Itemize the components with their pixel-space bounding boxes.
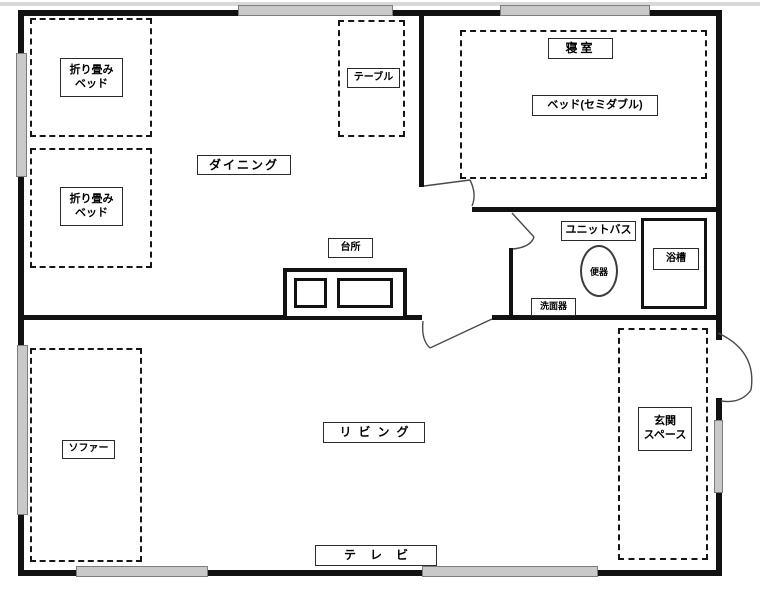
kitchen-sink-small (294, 278, 327, 308)
toilet-label: 便器 (589, 266, 608, 277)
bed-semidouble-zone (460, 30, 707, 179)
bedroom-door-leaf (423, 179, 471, 187)
bedroom-door-arc (469, 179, 475, 207)
table-label: テーブル (347, 68, 400, 88)
wall-left (18, 10, 24, 576)
top-edge-strip (0, 2, 760, 6)
entrance-label-line2: スペース (643, 429, 687, 441)
folding-bed-2-line1: 折り畳み (69, 192, 114, 205)
wall-dining-bedroom-divider (419, 10, 424, 187)
entrance-door-arc (720, 389, 752, 403)
kitchen-sink-large (337, 278, 393, 308)
folding-bed-zone-1 (30, 18, 152, 137)
living-label: リビング (323, 422, 425, 443)
bathtub-label: 浴槽 (653, 248, 699, 270)
folding-bed-label-1: 折り畳み ベッド (60, 58, 123, 97)
washbasin-label: 洗面器 (531, 298, 576, 316)
entrance-zone (618, 328, 708, 560)
window-bottom-left (76, 566, 208, 577)
wall-right-upper (716, 10, 722, 340)
bed-semidouble-label: ベッド(セミダブル) (532, 95, 658, 116)
dining-label: ダイニング (197, 155, 291, 175)
entrance-door-leaf (717, 332, 753, 391)
living-door-arc (421, 320, 431, 349)
bedroom-label: 寝室 (548, 38, 613, 59)
table-zone (338, 20, 405, 137)
folding-bed-1-line1: 折り畳み (69, 63, 114, 76)
tv-label: テレビ (315, 545, 437, 566)
bath-door-leaf (511, 212, 535, 238)
folding-bed-zone-2 (30, 148, 152, 268)
folding-bed-label-2: 折り畳み ベッド (60, 187, 123, 226)
folding-bed-2-line2: ベッド (75, 206, 108, 219)
window-right-entrance (714, 420, 723, 493)
wall-bath-left (509, 248, 513, 318)
entrance-label: 玄関 スペース (638, 407, 692, 451)
living-door-leaf (429, 318, 493, 349)
window-bottom-right (422, 566, 598, 577)
window-top-right (500, 5, 650, 16)
unit-bath-label: ユニットバス (561, 221, 636, 241)
window-left-upper (16, 53, 27, 177)
wall-bedroom-bottom (472, 207, 722, 212)
sofa-label: ソファー (62, 440, 115, 459)
wall-bottom (18, 570, 722, 576)
sofa-zone (30, 348, 142, 562)
window-left-lower (17, 345, 28, 515)
wall-living-top-right (492, 315, 722, 320)
wall-living-top-left (18, 315, 422, 320)
entrance-label-line1: 玄関 (654, 415, 676, 428)
bath-door-arc (512, 236, 535, 250)
window-top-left (238, 5, 393, 16)
kitchen-label: 台所 (328, 238, 373, 258)
folding-bed-1-line2: ベッド (75, 77, 108, 90)
toilet-ellipse: 便器 (580, 245, 618, 297)
